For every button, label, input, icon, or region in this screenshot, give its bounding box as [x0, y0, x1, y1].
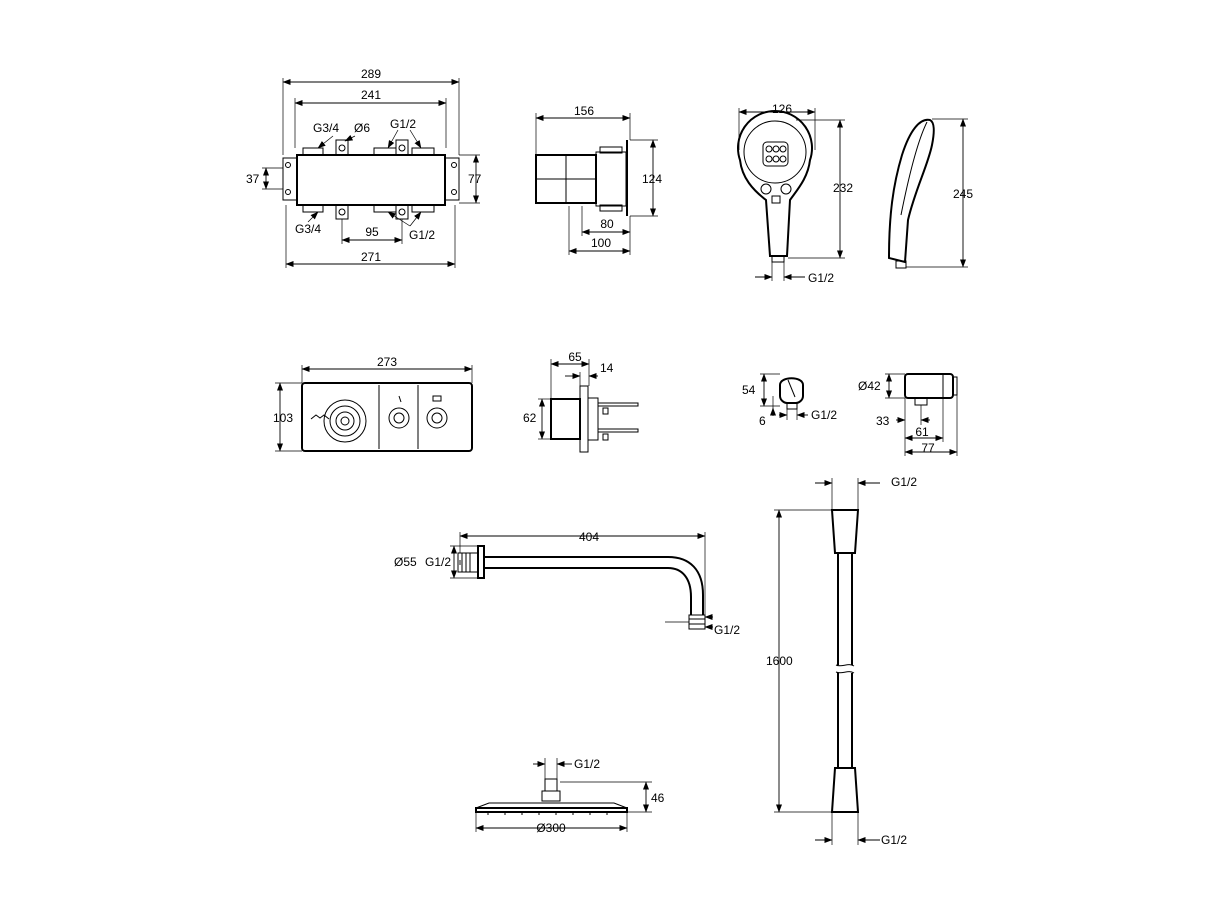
- mixer-side-depth-label: 156: [574, 104, 594, 118]
- hose-thread-bottom-label: G1/2: [881, 833, 907, 847]
- hand-shower-width-label: 126: [772, 102, 792, 116]
- panel-side-view: 65 14 62: [523, 350, 639, 453]
- mixer-width-overall-label: 289: [361, 67, 381, 81]
- hose-length-label: 1600: [766, 654, 793, 668]
- control-panel-view: 273 103: [273, 355, 473, 452]
- mixer-inlet-top-left-label: G3/4: [313, 121, 339, 135]
- control-panel-width-label: 273: [377, 355, 397, 369]
- mixer-side-max-depth-label: 100: [591, 236, 611, 250]
- mixer-height-right-label: 77: [468, 172, 482, 186]
- wall-outlet-depth-outer-label: 77: [921, 441, 935, 455]
- mixer-outlet-bottom-label: G1/2: [409, 228, 435, 242]
- shower-arm-view: 404 Ø55 G1/2 G1/2: [394, 530, 740, 637]
- wall-outlet-offset-label: 6: [759, 414, 766, 428]
- overhead-shower-view: G1/2 46 Ø300: [475, 757, 665, 835]
- hand-shower-side-view: 245: [887, 118, 973, 269]
- panel-side-height-label: 62: [523, 411, 537, 425]
- mixer-hole-diameter-label: Ø6: [354, 121, 370, 135]
- hand-shower-front-view: 126 232 G1/2: [737, 102, 853, 285]
- mixer-side-view: 156 124 80 100: [535, 104, 662, 255]
- mixer-height-left-label: 37: [246, 172, 260, 186]
- overhead-diameter-label: Ø300: [536, 821, 566, 835]
- shower-arm-flange-label: Ø55: [394, 555, 417, 569]
- hose-thread-top-label: G1/2: [891, 475, 917, 489]
- wall-outlet-diameter-label: Ø42: [858, 379, 881, 393]
- control-panel-height-label: 103: [273, 411, 293, 425]
- mixer-inlet-spacing-label: 95: [365, 225, 379, 239]
- shower-arm-thread-in-label: G1/2: [425, 555, 451, 569]
- mixer-width-inner-label: 241: [361, 88, 381, 102]
- mixer-side-height-label: 124: [642, 172, 662, 186]
- panel-side-plate-label: 14: [600, 361, 614, 375]
- mixer-inlet-bottom-left-label: G3/4: [295, 222, 321, 236]
- shower-arm-length-label: 404: [579, 530, 599, 544]
- hand-shower-side-height-label: 245: [953, 187, 973, 201]
- shower-arm-thread-out-label: G1/2: [714, 623, 740, 637]
- wall-outlet-thread-label: G1/2: [811, 408, 837, 422]
- wall-outlet-offset-33-label: 33: [876, 414, 890, 428]
- mixer-width-mount-label: 271: [361, 250, 381, 264]
- hand-shower-thread-label: G1/2: [808, 271, 834, 285]
- wall-outlet-height-label: 54: [742, 383, 756, 397]
- wall-outlet-side-view: Ø42 33 61 77: [858, 373, 958, 456]
- hand-shower-height-label: 232: [833, 181, 853, 195]
- overhead-thread-label: G1/2: [574, 757, 600, 771]
- panel-side-depth-label: 65: [568, 350, 582, 364]
- wall-outlet-front-view: 54 6 G1/2: [742, 373, 837, 428]
- shower-hose-view: G1/2 1600 G1/2: [766, 475, 917, 847]
- mixer-body-view: 289 241 G3/4 Ø6 G1/2 37 77 G3/4 95 G1/2 …: [246, 67, 482, 268]
- wall-outlet-depth-inner-label: 61: [915, 425, 929, 439]
- mixer-outlet-top-label: G1/2: [390, 117, 416, 131]
- overhead-height-label: 46: [651, 791, 665, 805]
- mixer-side-min-depth-label: 80: [600, 217, 614, 231]
